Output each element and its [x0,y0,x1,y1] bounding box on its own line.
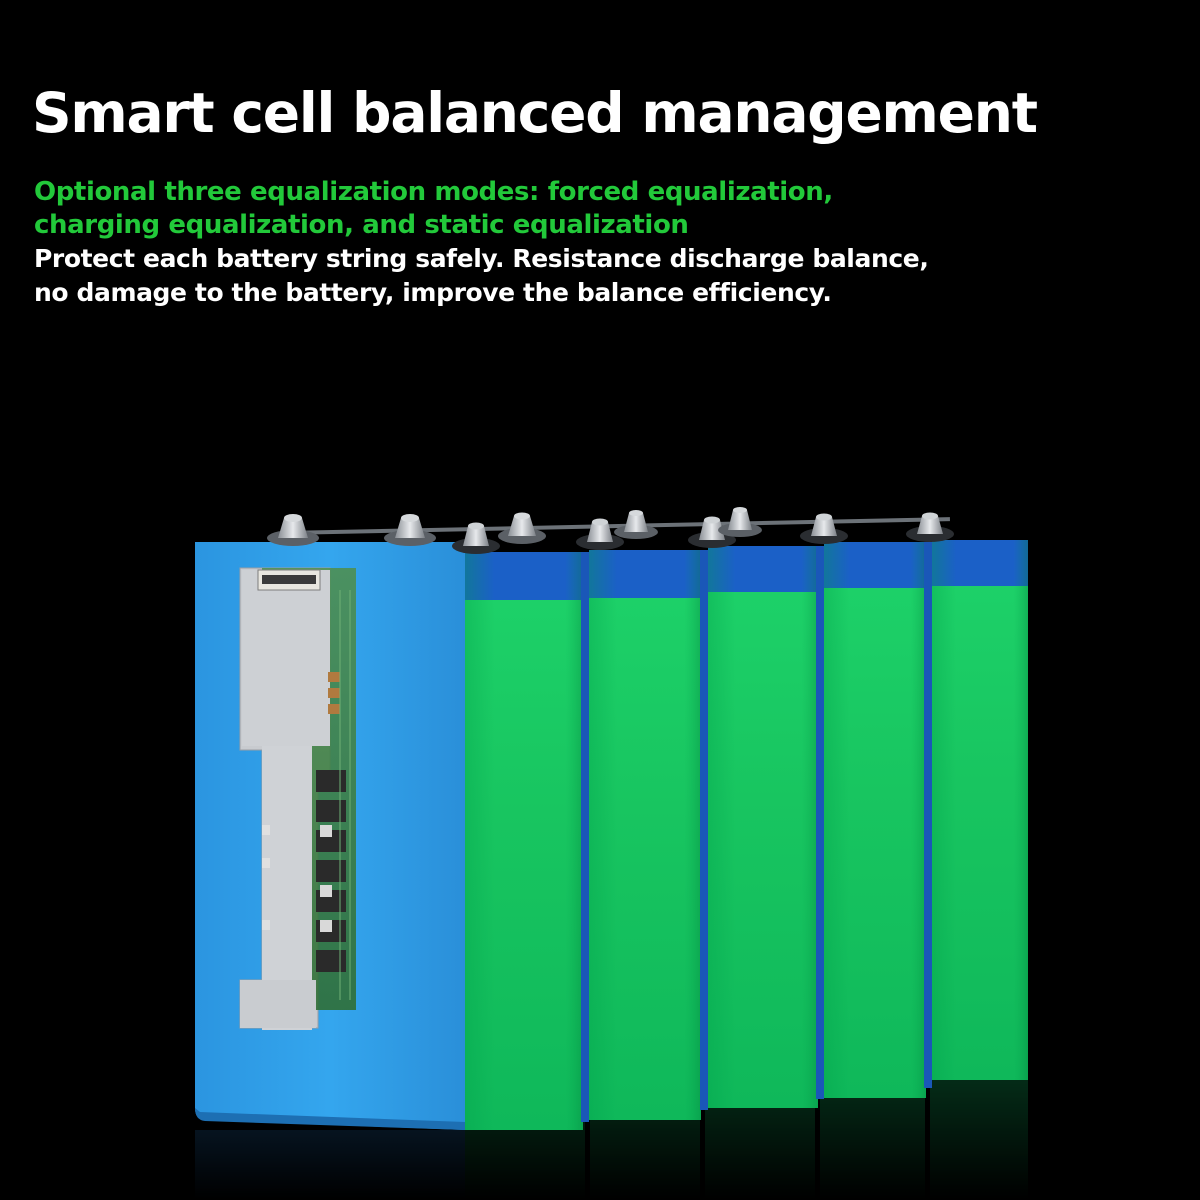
battery-pack-image [0,480,1200,1200]
feature-subheading: Optional three equalization modes: force… [34,177,833,240]
feature-description: Protect each battery string safely. Resi… [34,244,929,307]
cell-terminals [267,507,954,554]
battery-cells [465,540,1028,1130]
bms-circuit-board [239,567,356,1030]
page-title: Smart cell balanced management [32,81,1038,145]
